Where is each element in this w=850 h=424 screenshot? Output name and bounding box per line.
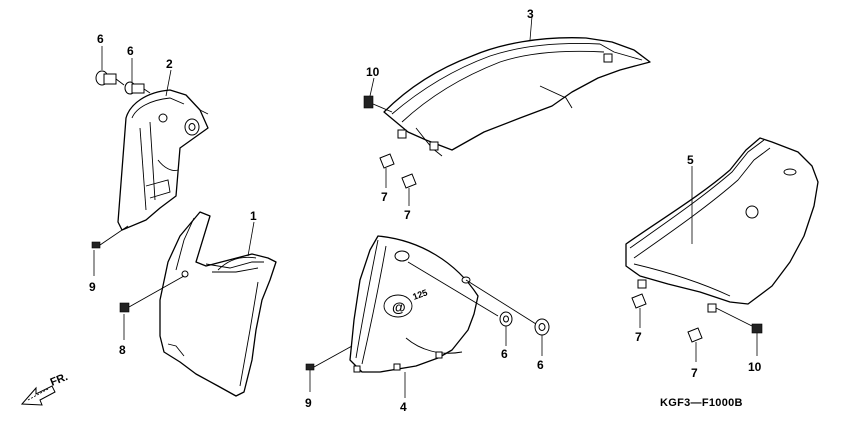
callout-9-middle: 9 [305, 396, 312, 410]
clip-7-middle-a [379, 153, 395, 169]
clip-7-right-b [687, 327, 703, 343]
part-2-bracket [117, 89, 209, 231]
front-direction-arrow: FR. [20, 371, 70, 406]
callout-2: 2 [166, 57, 173, 71]
screw-9-left [91, 225, 129, 249]
part-3-top-cover [383, 37, 651, 157]
part-4-middle-cover: @ 125 [349, 235, 479, 373]
clip-7-middle-b [401, 173, 417, 189]
clip-7-right-a [631, 293, 647, 309]
callout-10-right: 10 [748, 360, 762, 374]
callout-6-middle-a: 6 [501, 347, 508, 361]
logo-at-mark: @ [392, 299, 406, 315]
callout-8: 8 [119, 343, 126, 357]
callout-9-left: 9 [89, 280, 96, 294]
screw-9-middle [305, 345, 353, 371]
callout-6-left-a: 6 [97, 32, 104, 46]
screw-10-top [363, 95, 393, 113]
callout-7-middle-a: 7 [381, 190, 388, 204]
logo-125-mark: 125 [411, 287, 429, 302]
callout-1: 1 [250, 209, 257, 223]
fastener-6-middle-b [465, 279, 550, 336]
callout-7-right-a: 7 [635, 330, 642, 344]
screw-8 [119, 275, 185, 313]
part-5-right-cover [625, 137, 819, 313]
callouts: 6 6 2 9 1 8 10 3 7 7 6 6 9 4 5 7 7 10 [89, 7, 762, 414]
fastener-6-left-a [95, 70, 125, 86]
figure-code: KGF3—F1000B [660, 397, 743, 409]
fr-label: FR. [49, 371, 70, 389]
part-1-cover [159, 211, 277, 397]
callout-6-middle-b: 6 [537, 358, 544, 372]
callout-7-middle-b: 7 [404, 208, 411, 222]
fastener-6-left-b [124, 81, 151, 95]
fastener-6-middle-a [407, 261, 513, 327]
callout-5: 5 [687, 153, 694, 167]
callout-3: 3 [527, 7, 534, 21]
callout-10-top: 10 [366, 65, 380, 79]
leader-lines [93, 15, 758, 398]
callout-6-left-b: 6 [127, 44, 134, 58]
screw-10-right [715, 307, 763, 334]
callout-4: 4 [400, 400, 407, 414]
callout-7-right-b: 7 [691, 366, 698, 380]
